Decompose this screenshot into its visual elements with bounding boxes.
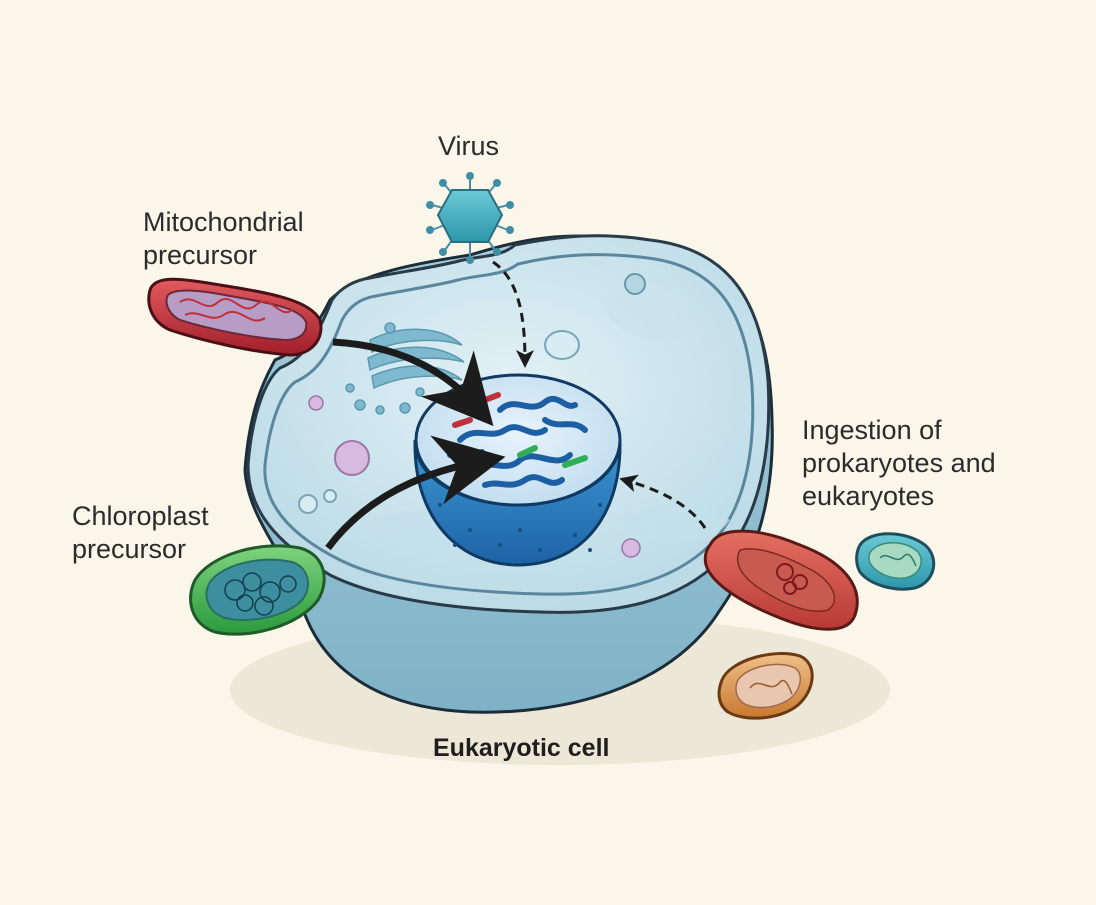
label-ingest-line1: Ingestion of: [802, 415, 942, 445]
arrow-virus-to-nucleus: [492, 260, 534, 368]
label-virus: Virus: [438, 130, 499, 163]
cell-membrane: [263, 253, 755, 596]
label-chloro-line1: Chloroplast: [72, 501, 209, 531]
label-mito-line2: precursor: [143, 240, 258, 270]
label-ingestion: Ingestion of prokaryotes and eukaryotes: [802, 414, 996, 513]
label-virus-text: Virus: [438, 131, 500, 161]
label-chloro-line2: precursor: [72, 534, 187, 564]
eukaryote-orange-icon: [717, 652, 814, 720]
virus-icon: [426, 172, 514, 264]
label-cell-text: Eukaryotic cell: [433, 734, 610, 762]
arrow-chloroplast-to-nucleus: [325, 435, 506, 551]
vesicles: [298, 273, 646, 558]
label-chloroplast-precursor: Chloroplast precursor: [72, 500, 209, 566]
prokaryote-teal-icon: [855, 532, 936, 591]
label-ingest-line2: prokaryotes and: [802, 448, 996, 478]
chloroplast-precursor-icon: [189, 544, 326, 636]
prokaryote-red-icon: [703, 529, 859, 631]
label-mitochondrial-precursor: Mitochondrial precursor: [143, 206, 304, 272]
label-ingest-line3: eukaryotes: [802, 481, 935, 511]
arrow-ingestion-to-nucleus: [619, 474, 707, 529]
mitochondrial-precursor-icon: [147, 277, 323, 357]
arrow-mitochondria-to-nucleus: [332, 338, 494, 427]
label-eukaryotic-cell: Eukaryotic cell: [433, 732, 609, 765]
label-mito-line1: Mitochondrial: [143, 207, 304, 237]
